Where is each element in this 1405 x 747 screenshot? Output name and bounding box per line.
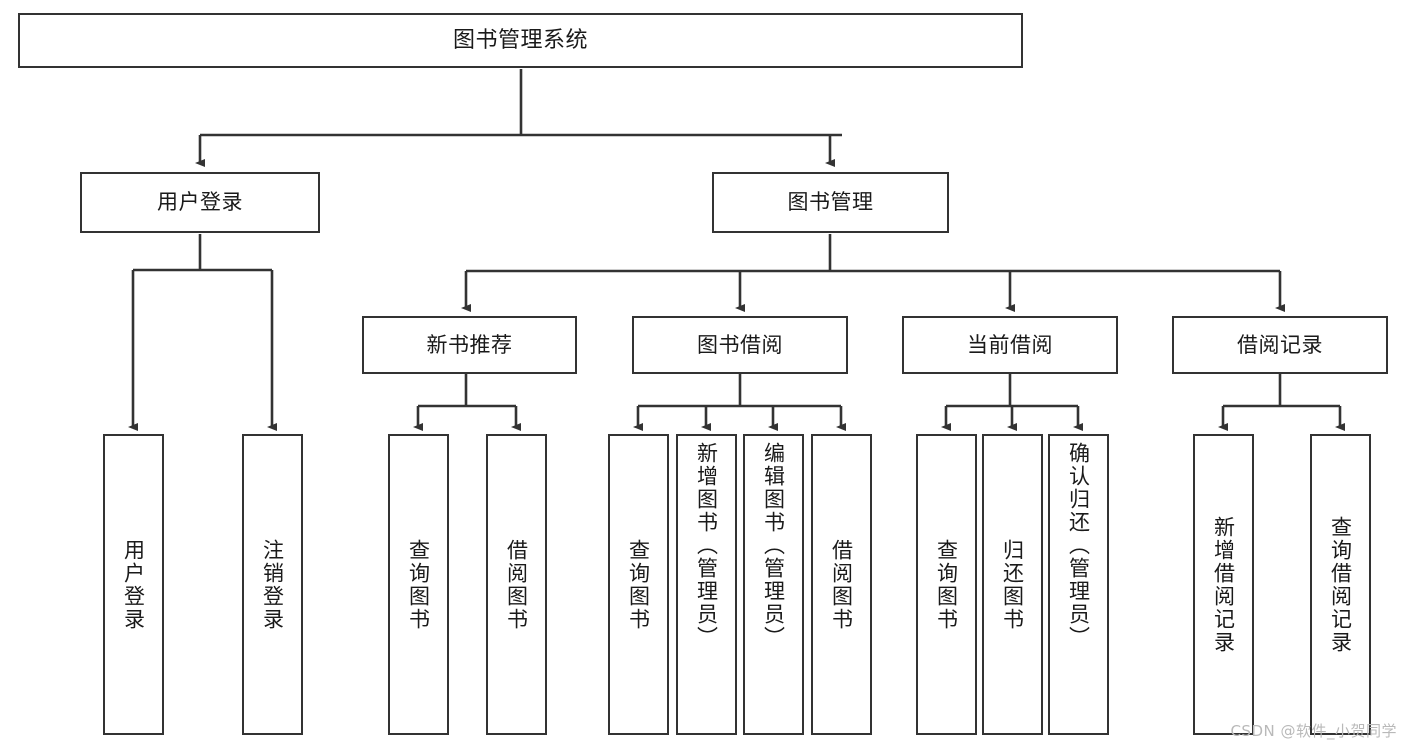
leaf-user-login-login[interactable]: 用户登录 bbox=[103, 434, 164, 735]
node-new-book-recommend[interactable]: 新书推荐 bbox=[362, 316, 577, 374]
node-label: 确认归还（管理员） bbox=[1066, 442, 1091, 649]
node-label: 新书推荐 bbox=[426, 332, 513, 357]
leaf-book-borrow-add[interactable]: 新增图书（管理员） bbox=[676, 434, 737, 735]
node-root-system[interactable]: 图书管理系统 bbox=[18, 13, 1023, 68]
node-current-borrow[interactable]: 当前借阅 bbox=[902, 316, 1118, 374]
node-label: 借阅图书 bbox=[504, 538, 529, 631]
leaf-borrow-record-query[interactable]: 查询借阅记录 bbox=[1310, 434, 1371, 735]
node-label: 借阅图书 bbox=[829, 538, 854, 631]
node-label: 注销登录 bbox=[260, 538, 285, 631]
leaf-new-book-query[interactable]: 查询图书 bbox=[388, 434, 449, 735]
leaf-book-borrow-query[interactable]: 查询图书 bbox=[608, 434, 669, 735]
node-label: 图书管理 bbox=[787, 190, 874, 215]
leaf-new-book-borrow[interactable]: 借阅图书 bbox=[486, 434, 547, 735]
node-label: 新增借阅记录 bbox=[1211, 515, 1236, 654]
leaf-borrow-record-add[interactable]: 新增借阅记录 bbox=[1193, 434, 1254, 735]
node-label: 新增图书（管理员） bbox=[694, 442, 719, 649]
node-label: 查询图书 bbox=[406, 538, 431, 631]
node-label: 用户登录 bbox=[121, 538, 146, 631]
leaf-book-borrow-borrow[interactable]: 借阅图书 bbox=[811, 434, 872, 735]
node-label: 查询图书 bbox=[626, 538, 651, 631]
node-label: 查询借阅记录 bbox=[1328, 515, 1353, 654]
node-book-borrow[interactable]: 图书借阅 bbox=[632, 316, 848, 374]
node-label: 当前借阅 bbox=[967, 332, 1053, 357]
leaf-user-login-logout[interactable]: 注销登录 bbox=[242, 434, 303, 735]
node-label: 借阅记录 bbox=[1237, 332, 1323, 357]
node-borrow-record[interactable]: 借阅记录 bbox=[1172, 316, 1388, 374]
leaf-current-borrow-confirm-return[interactable]: 确认归还（管理员） bbox=[1048, 434, 1109, 735]
leaf-current-borrow-query[interactable]: 查询图书 bbox=[916, 434, 977, 735]
node-label: 图书借阅 bbox=[697, 332, 783, 357]
node-label: 用户登录 bbox=[157, 190, 243, 215]
leaf-current-borrow-return[interactable]: 归还图书 bbox=[982, 434, 1043, 735]
node-book-management[interactable]: 图书管理 bbox=[712, 172, 949, 233]
node-label: 归还图书 bbox=[1000, 538, 1025, 631]
node-user-login[interactable]: 用户登录 bbox=[80, 172, 320, 233]
node-label: 图书管理系统 bbox=[452, 27, 588, 53]
node-label: 编辑图书（管理员） bbox=[761, 442, 786, 649]
leaf-book-borrow-edit[interactable]: 编辑图书（管理员） bbox=[743, 434, 804, 735]
watermark-text: CSDN @软件_小贺同学 bbox=[1230, 722, 1397, 740]
node-label: 查询图书 bbox=[934, 538, 959, 631]
